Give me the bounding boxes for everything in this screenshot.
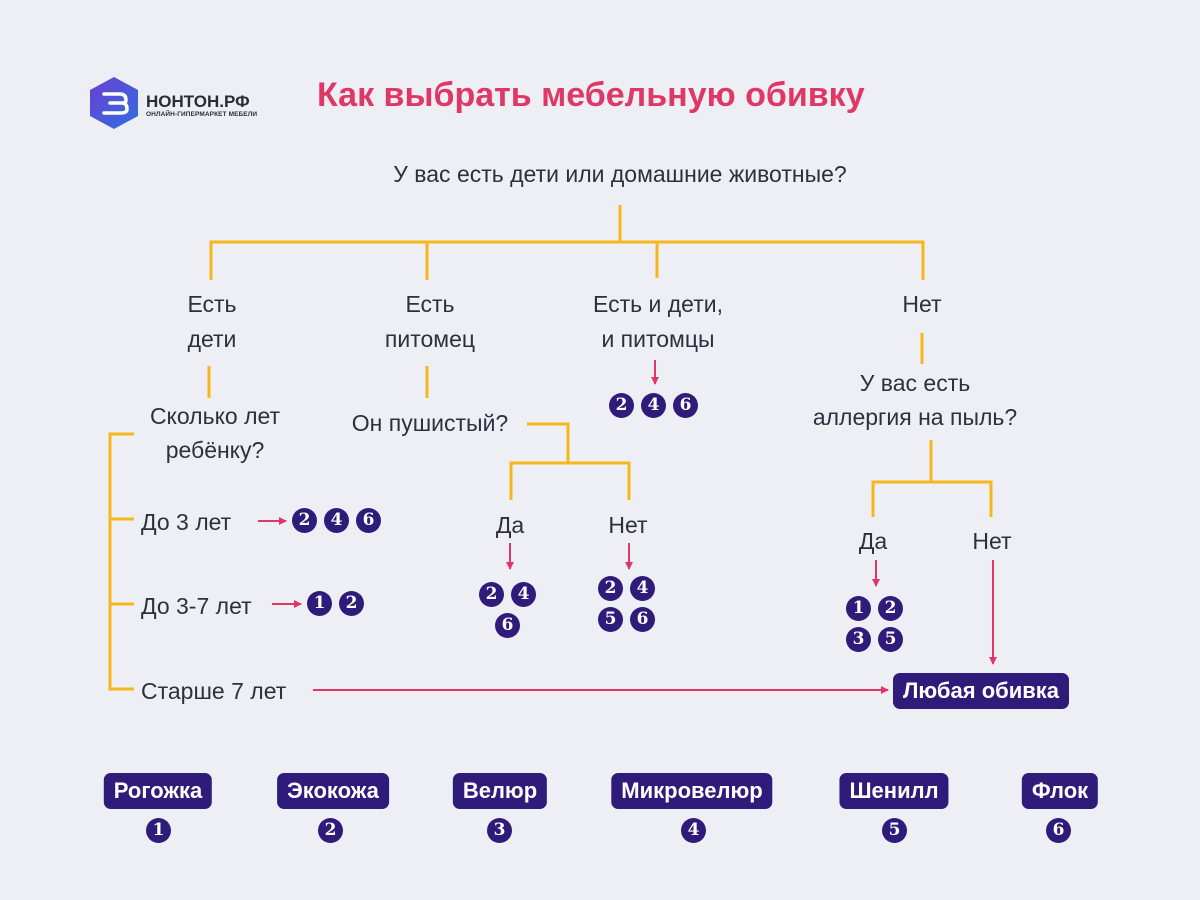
number-badge: 6 [356,508,381,533]
allergy-yes: Да [858,528,888,554]
branch-none-label: Нет [902,291,942,317]
brand-tagline: ОНЛАЙН-ГИПЕРМАРКЕТ МЕБЕЛИ [146,111,258,118]
pet-no: Нет [608,512,648,538]
number-badge: 2 [878,596,903,621]
number-badge: 1 [846,596,871,621]
allergy-question-line1: У вас есть [859,370,971,396]
fabric-pill: Микровелюр [611,773,773,809]
number-badge: 4 [511,582,536,607]
branch-pet-line1: Есть [405,291,455,317]
number-badge: 2 [609,393,634,418]
branch-children-line2: дети [187,326,237,352]
fabric-number: 2 [318,818,343,843]
number-badge: 2 [598,576,623,601]
fluffy-question: Он пушистый? [351,410,509,436]
fabric-number: 4 [681,818,706,843]
branch-both-line1: Есть и дети, [593,291,723,317]
allergy-no: Нет [972,528,1012,554]
fabric-pill: Шенилл [839,773,949,809]
logo [88,76,140,130]
red-arrows [258,360,997,694]
age-question-line2: ребёнку? [165,437,265,463]
fabric-pill: Флок [1021,773,1099,809]
number-badge: 4 [630,576,655,601]
page-title: Как выбрать мебельную обивку [317,76,865,114]
number-badge: 3 [846,627,871,652]
brand-name: НОНТОН.РФ [146,92,250,111]
number-badge: 2 [479,582,504,607]
fabric-number: 1 [146,818,171,843]
pet-yes: Да [495,512,525,538]
number-badge: 4 [641,393,666,418]
yellow-connectors [108,205,993,691]
number-badge: 4 [324,508,349,533]
number-badge: 1 [307,591,332,616]
age-3-7: До 3-7 лет [141,593,252,619]
fabric-pill: Рогожка [103,773,213,809]
any-upholstery-badge: Любая обивка [893,673,1070,709]
number-badge: 5 [878,627,903,652]
fabric-number: 6 [1046,818,1071,843]
branch-both-line2: и питомцы [601,326,715,352]
branch-children-line1: Есть [187,291,237,317]
number-badge: 6 [630,607,655,632]
number-badge: 6 [673,393,698,418]
number-badge: 5 [598,607,623,632]
fabric-number: 3 [487,818,512,843]
age-under-3: До 3 лет [141,509,232,535]
age-question-line1: Сколько лет [149,403,281,429]
fabric-number: 5 [882,818,907,843]
number-badge: 6 [495,613,520,638]
age-over-7: Старше 7 лет [141,678,287,704]
fabric-pill: Велюр [452,773,548,809]
number-badge: 2 [339,591,364,616]
fabric-pill: Экокожа [277,773,389,809]
logo-hexagon-icon [90,77,138,129]
branch-pet-line2: питомец [384,326,476,352]
main-question: У вас есть дети или домашние животные? [393,161,847,187]
number-badge: 2 [292,508,317,533]
allergy-question-line2: аллергия на пыль? [812,404,1018,430]
